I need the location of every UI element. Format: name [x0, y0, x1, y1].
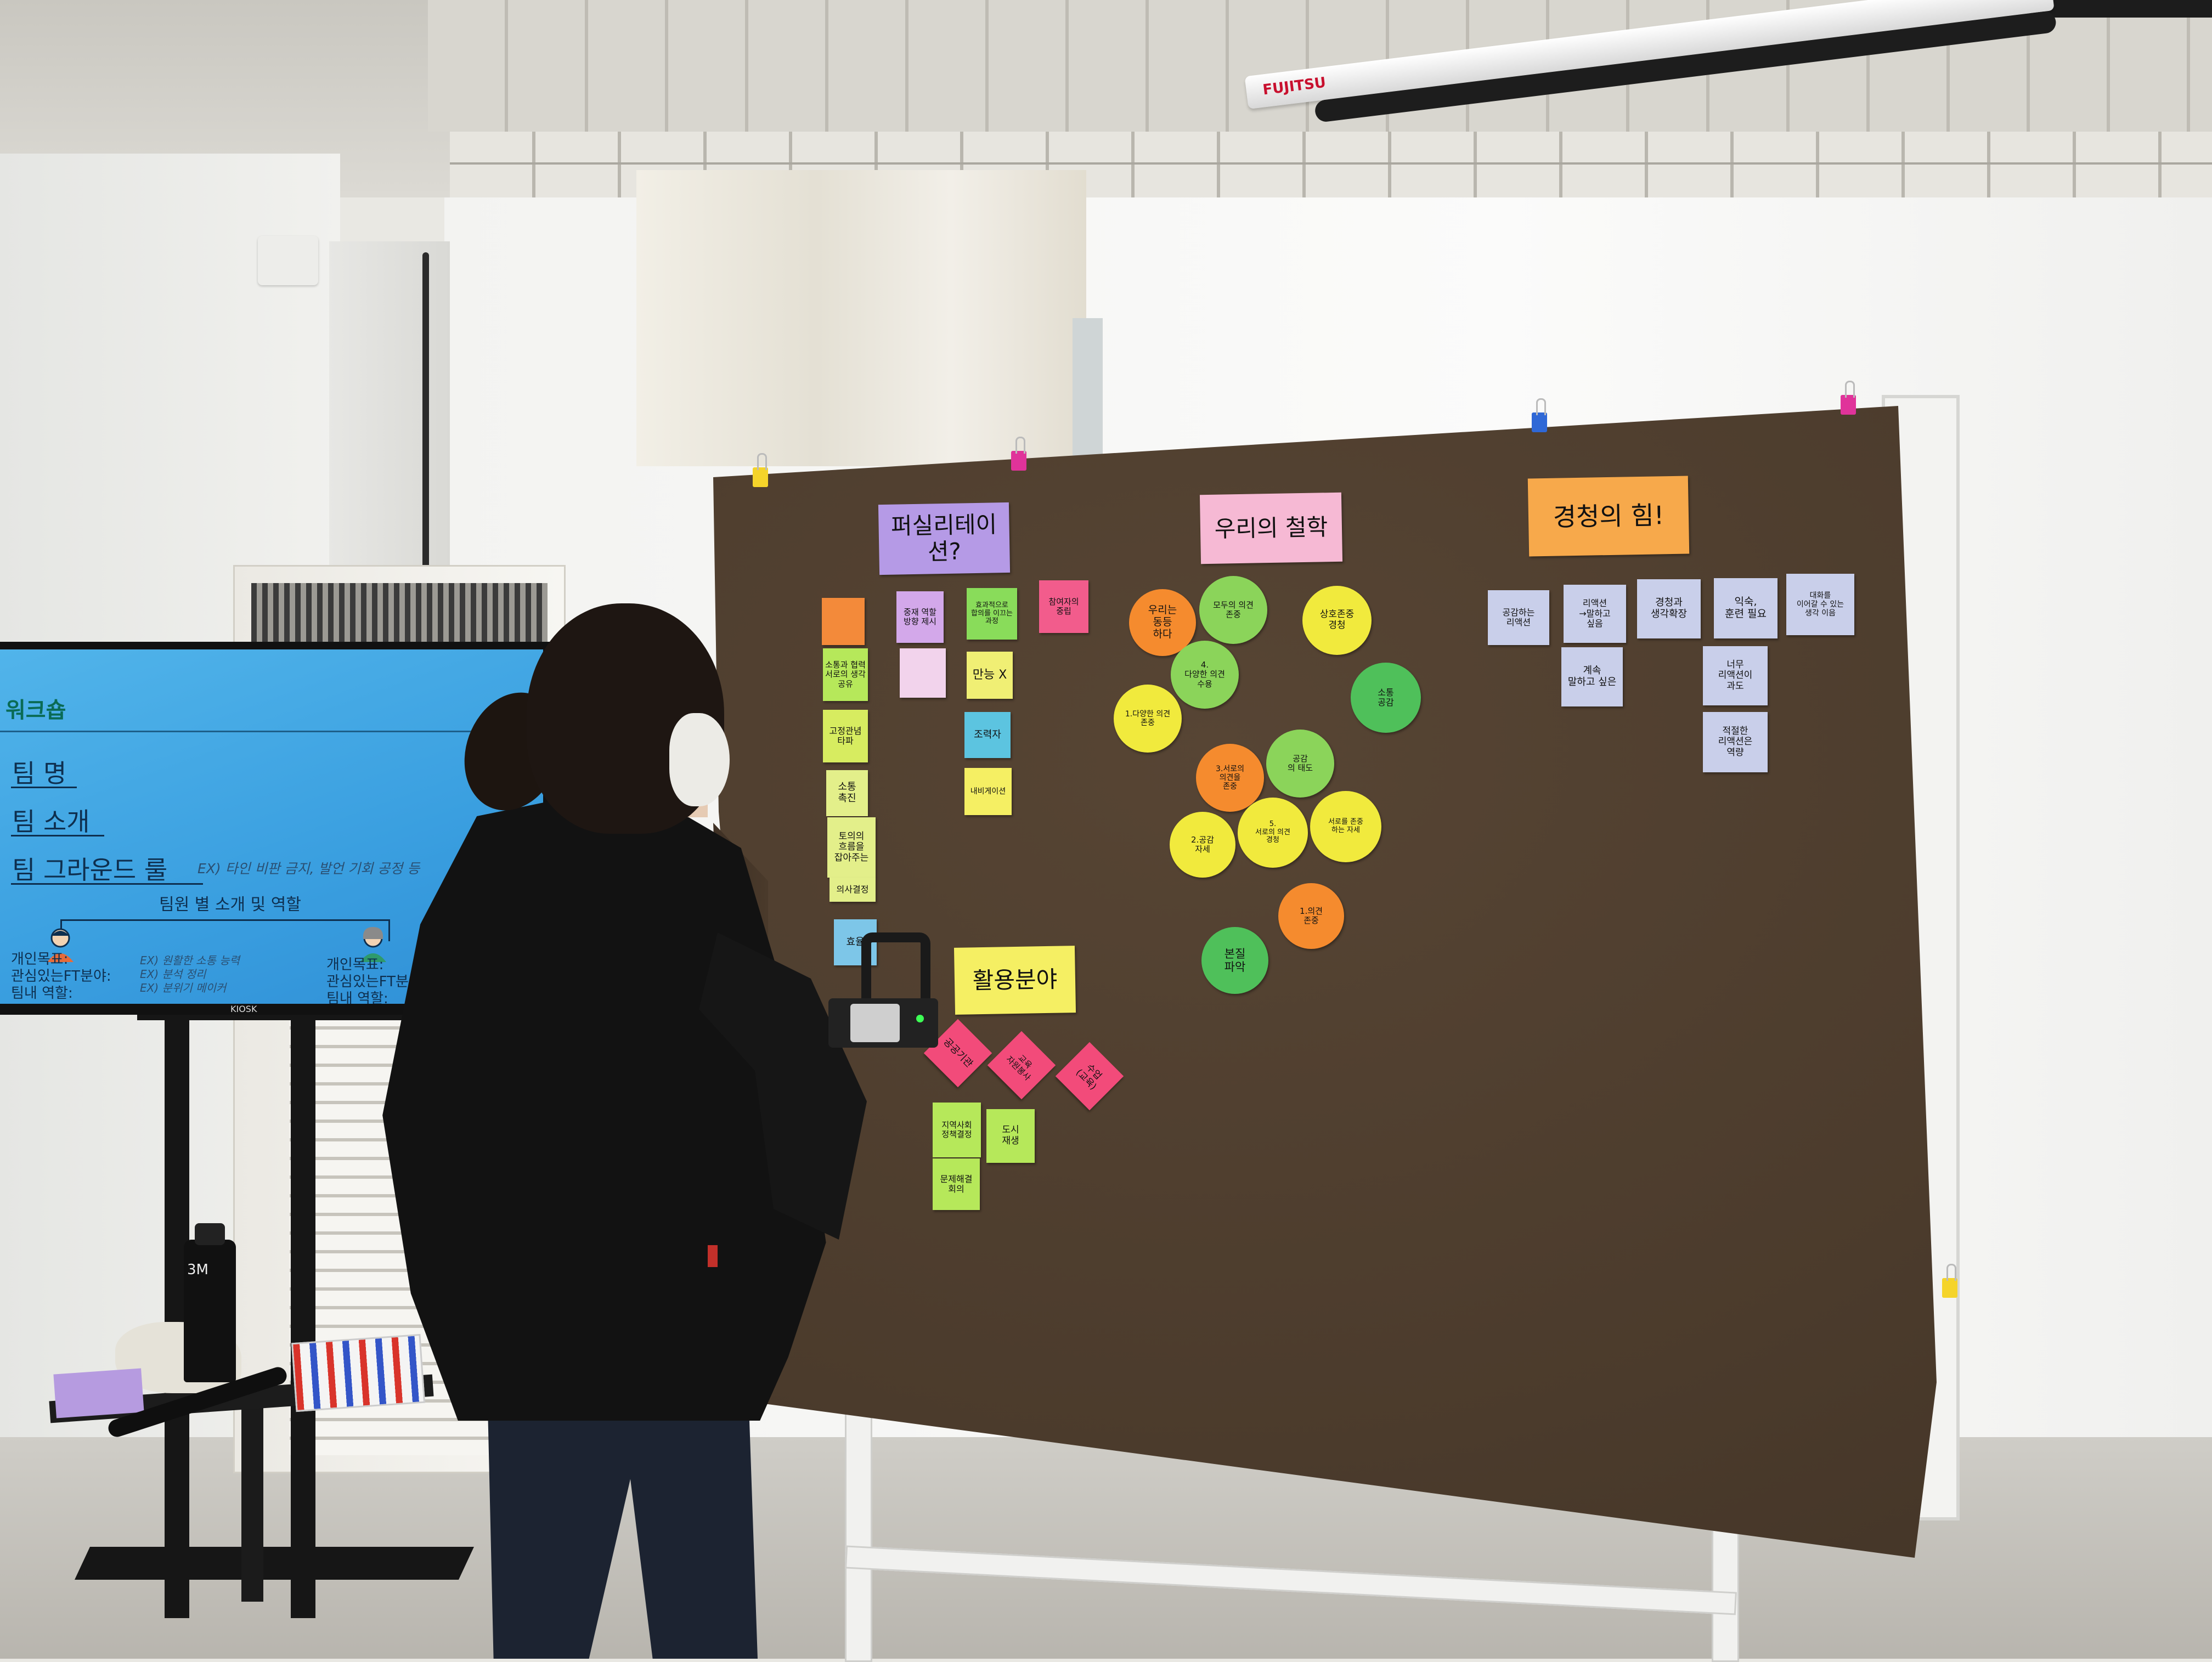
tv-personal-goal-left: 개인목표: 관심있는FT분야: 팀내 역할: — [11, 951, 111, 1002]
sticky-note-stack — [53, 1368, 144, 1418]
binder-clip — [1532, 398, 1547, 432]
gimbal-camera — [828, 932, 949, 1059]
circle-note: 4. 다양한 의견 수용 — [1171, 641, 1239, 709]
sticky-note: 참여자의 중립 — [1039, 580, 1088, 633]
circle-note: 2.공감 자세 — [1170, 812, 1235, 878]
spray-can: 3M — [184, 1223, 236, 1382]
sticky-note: 효과적으로 합의를 이끄는 과정 — [967, 588, 1017, 640]
circle-note: 상호존중 경청 — [1302, 586, 1372, 655]
person-hoodie — [382, 784, 826, 1421]
marker-set — [291, 1333, 426, 1412]
header-power-of-listening: 경청의 힘! — [1527, 476, 1690, 557]
sticky-note: 내비게이션 — [964, 768, 1012, 815]
window-strip — [1073, 318, 1103, 461]
hoodie-tag — [708, 1245, 718, 1267]
sticky-note: 토의의 흐름을 잡아주는 — [827, 817, 876, 878]
record-light-icon — [916, 1015, 924, 1022]
circle-note: 우리는 동등 하다 — [1129, 589, 1196, 656]
circle-note: 모두의 의견 존중 — [1199, 576, 1267, 644]
tv-stand-base — [75, 1547, 474, 1580]
sticky-note — [900, 648, 946, 698]
tv-stand-pole — [291, 1015, 315, 1618]
sticky-note: 적절한 리액션은 역량 — [1703, 712, 1768, 772]
binder-clip — [1942, 1264, 1957, 1298]
circle-note: 5. 서로의 의견 경청 — [1238, 798, 1308, 868]
circle-note: 1.의견 존중 — [1278, 883, 1344, 949]
tv-underline — [11, 787, 77, 788]
sticky-note: 만능 X — [967, 652, 1013, 699]
sticky-note: 도시 재생 — [986, 1109, 1035, 1163]
tv-role-examples: EX) 원활한 소통 능력 EX) 분석 정리 EX) 분위기 메이커 — [140, 954, 240, 994]
tv-brand-logo: KIOSK — [230, 1004, 257, 1014]
circle-note: 3.서로의 의견을 존중 — [1196, 744, 1264, 812]
sticky-note: 의사결정 — [830, 878, 876, 902]
header-our-philosophy: 우리의 철학 — [1199, 492, 1343, 564]
header-facilitation: 퍼실리테이션? — [878, 502, 1011, 575]
sticky-note: 경청과 생각확장 — [1637, 579, 1701, 638]
tv-connector — [60, 919, 390, 921]
sticky-note — [822, 598, 865, 645]
binder-clip — [1841, 381, 1856, 415]
binder-clip — [1011, 437, 1026, 471]
circle-note: 공감 의 태도 — [1266, 730, 1334, 798]
circle-note: 1.다양한 의견 존중 — [1114, 685, 1182, 753]
sticky-note: 조력자 — [964, 712, 1011, 758]
tv-ground-rule-label: 팀 그라운드 룰 — [12, 855, 168, 885]
white-curtain — [636, 170, 1086, 466]
sticky-note: 계속 말하고 싶은 — [1561, 647, 1623, 706]
ceiling-rod — [2030, 0, 2212, 18]
sticky-note: 리액션 →말하고 싶음 — [1564, 585, 1626, 643]
sticky-note: 소통 촉진 — [826, 770, 868, 816]
tv-slide-title: 워크숍 — [5, 698, 66, 723]
tv-team-name-label: 팀 명 — [12, 759, 67, 788]
circle-note: 본질 파악 — [1201, 927, 1268, 994]
tv-connector — [388, 919, 390, 941]
tv-personal-goal-right: 개인목표: 관심있는FT분야: 팀내 역할: — [326, 957, 427, 1004]
person-avatar-icon — [360, 927, 386, 962]
tv-member-intro: 팀원 별 소개 및 역할 — [159, 895, 301, 914]
sticky-note: 문제해결 회의 — [933, 1158, 980, 1210]
sticky-note: 고정관념 타파 — [823, 710, 868, 762]
sticky-note: 중재 역할 방향 제시 — [896, 591, 944, 643]
sticky-note: 익숙, 훈련 필요 — [1714, 578, 1778, 638]
spray-can-label: 3M — [187, 1262, 208, 1278]
tv-ground-rule-example: EX) 타인 비판 금지, 발언 기회 공정 등 — [198, 861, 420, 877]
person-avatar-icon — [47, 928, 74, 962]
table-leg — [241, 1404, 263, 1602]
wall-sensor — [258, 236, 318, 285]
binder-clip — [753, 453, 768, 487]
sticky-note: 소통과 협력 서로의 생각 공유 — [823, 648, 868, 701]
sticky-note: 대화를 이어갈 수 있는 생각 이음 — [1786, 574, 1854, 635]
sticky-note: 너무 리액션이 과도 — [1703, 646, 1768, 705]
tv-divider — [0, 731, 538, 732]
sticky-note: 공감하는 리액션 — [1488, 590, 1549, 645]
tv-underline — [11, 835, 104, 836]
face-mask — [669, 713, 730, 806]
header-application-fields: 활용분야 — [953, 946, 1076, 1015]
tv-underline — [11, 883, 203, 885]
sticky-note: 지역사회 정책결정 — [933, 1103, 981, 1157]
circle-note: 소통 공감 — [1351, 663, 1421, 733]
circle-note: 서로를 존중 하는 자세 — [1310, 791, 1381, 862]
tv-team-intro-label: 팀 소개 — [12, 807, 90, 836]
board-stand-leg — [845, 1404, 872, 1662]
